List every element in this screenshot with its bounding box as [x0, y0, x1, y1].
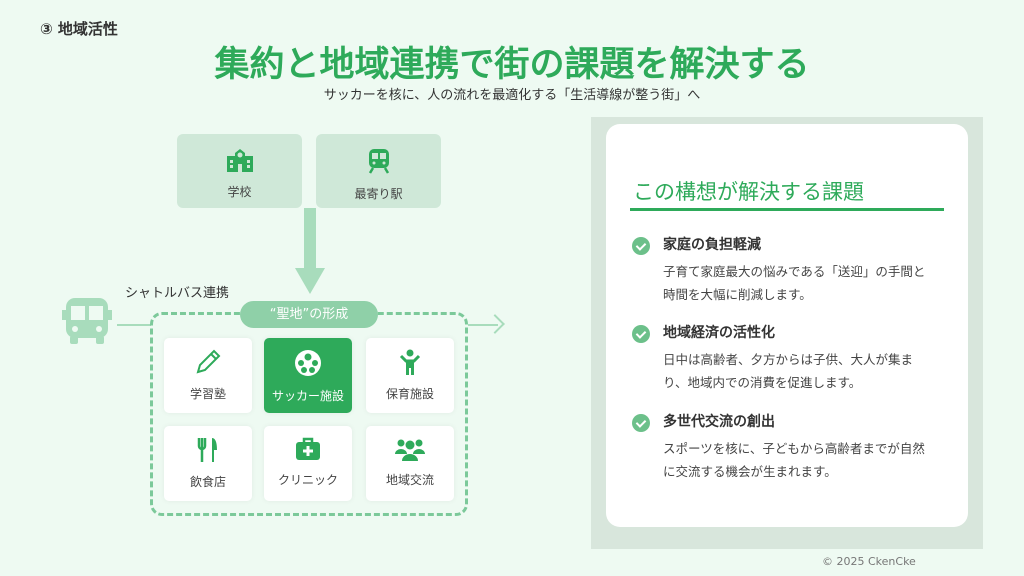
utensils-icon [197, 438, 217, 462]
cell-label: 学習塾 [189, 387, 226, 401]
issue-item: 地域経済の活性化 日中は高齢者、夕方からは子供、大人が集まり、地域内での消費を促… [632, 322, 952, 394]
cell-cram-school: 学習塾 [164, 338, 252, 413]
issue-body: 子育て家庭最大の悩みである「送迎」の手間と時間を大幅に削減します。 [663, 264, 926, 302]
people-group-icon [395, 439, 425, 461]
issue-item: 多世代交流の創出 スポーツを核に、子どもから高齢者までが自然に交流する機会が生ま… [632, 411, 952, 483]
cell-label: 保育施設 [385, 387, 434, 401]
pencil-icon [196, 349, 221, 374]
page-subtitle: サッカーを核に、人の流れを最適化する「生活導線が整う街」へ [323, 88, 701, 103]
panel-title: この構想が解決する課題 [633, 180, 864, 204]
soccer-ball-icon [295, 350, 321, 376]
issue-body: スポーツを核に、子どもから高齢者までが自然に交流する機会が生まれます。 [663, 441, 925, 479]
cell-childcare: 保育施設 [366, 338, 454, 413]
bus-icon [62, 298, 112, 344]
issues-panel [606, 124, 968, 527]
child-icon [399, 349, 421, 375]
panel-divider [630, 208, 944, 211]
cell-community: 地域交流 [366, 426, 454, 501]
issue-heading: 家庭の負担軽減 [663, 237, 761, 253]
school-box: 学校 [177, 134, 302, 208]
train-icon [368, 149, 389, 174]
right-arrow-icon [485, 314, 505, 334]
shuttle-label: シャトルバス連携 [125, 286, 230, 301]
school-icon [226, 149, 253, 172]
cell-label: 飲食店 [189, 475, 226, 489]
down-arrow [304, 208, 316, 270]
cell-restaurant: 飲食店 [164, 426, 252, 501]
cell-label: 地域交流 [385, 473, 434, 487]
school-label: 学校 [227, 185, 252, 199]
issue-body: 日中は高齢者、夕方からは子供、大人が集まり、地域内での消費を促進します。 [663, 352, 914, 390]
down-arrow-head [295, 268, 325, 294]
issue-heading: 地域経済の活性化 [663, 325, 775, 341]
section-label: ③ 地域活性 [40, 20, 118, 38]
page-title: 集約と地域連携で街の課題を解決する [214, 45, 810, 85]
medical-kit-icon [296, 437, 320, 460]
connector-line [117, 324, 151, 326]
connector-line [468, 324, 498, 326]
cell-label: クリニック [277, 473, 338, 487]
issue-heading: 多世代交流の創出 [663, 414, 775, 430]
station-box: 最寄り駅 [316, 134, 441, 208]
station-label: 最寄り駅 [354, 187, 403, 201]
cell-clinic: クリニック [264, 426, 352, 501]
check-icon [632, 237, 650, 255]
issue-item: 家庭の負担軽減 子育て家庭最大の悩みである「送迎」の手間と時間を大幅に削減します… [632, 234, 952, 306]
cell-label: サッカー施設 [271, 389, 344, 403]
hub-label: “聖地”の形成 [240, 301, 378, 328]
cell-soccer-facility: サッカー施設 [264, 338, 352, 413]
check-icon [632, 325, 650, 343]
copyright: © 2025 CkenCke [822, 555, 916, 568]
check-icon [632, 414, 650, 432]
